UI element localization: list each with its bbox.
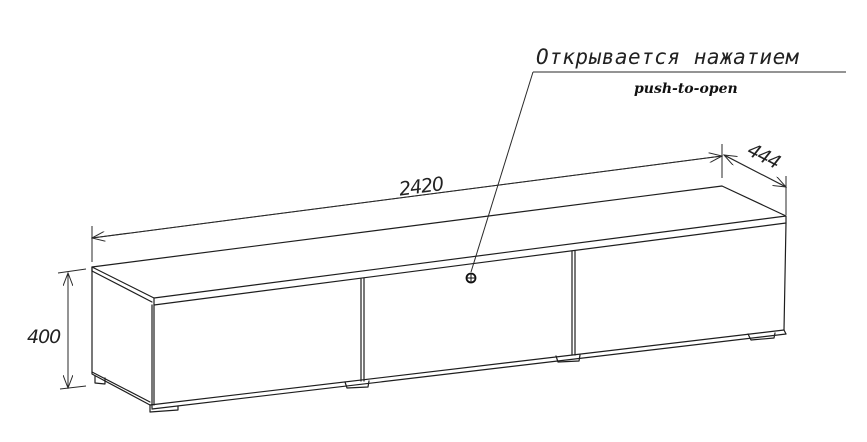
cabinet-top-surface — [91, 185, 787, 299]
foot-front-mid-right — [555, 354, 581, 363]
cabinet-top-front-edge — [153, 215, 787, 306]
callout-label-en: push-to-open — [634, 81, 738, 97]
callout-label-ru: Открывается нажатием — [536, 45, 800, 69]
foot-front-right — [747, 332, 776, 341]
cabinet — [91, 185, 787, 413]
cabinet-left-side — [91, 266, 151, 406]
height-dimension: 400 — [27, 268, 87, 390]
foot-back-left — [94, 375, 106, 385]
width-dimension: 2420 — [92, 144, 722, 262]
height-value: 400 — [27, 326, 61, 348]
foot-front-mid-left — [344, 380, 370, 389]
width-value: 2420 — [398, 173, 446, 201]
push-to-open-callout: Открывается нажатием push-to-open — [470, 45, 846, 273]
depth-dimension: 444 — [724, 139, 786, 215]
push-latch-icon — [465, 272, 477, 284]
foot-front-left — [149, 404, 179, 413]
callout-leader-line — [470, 71, 534, 273]
cabinet-right-edge — [783, 222, 787, 331]
cabinet-bottom-edge — [149, 329, 785, 406]
height-extension-bottom — [59, 385, 87, 390]
height-extension-top — [57, 268, 87, 274]
